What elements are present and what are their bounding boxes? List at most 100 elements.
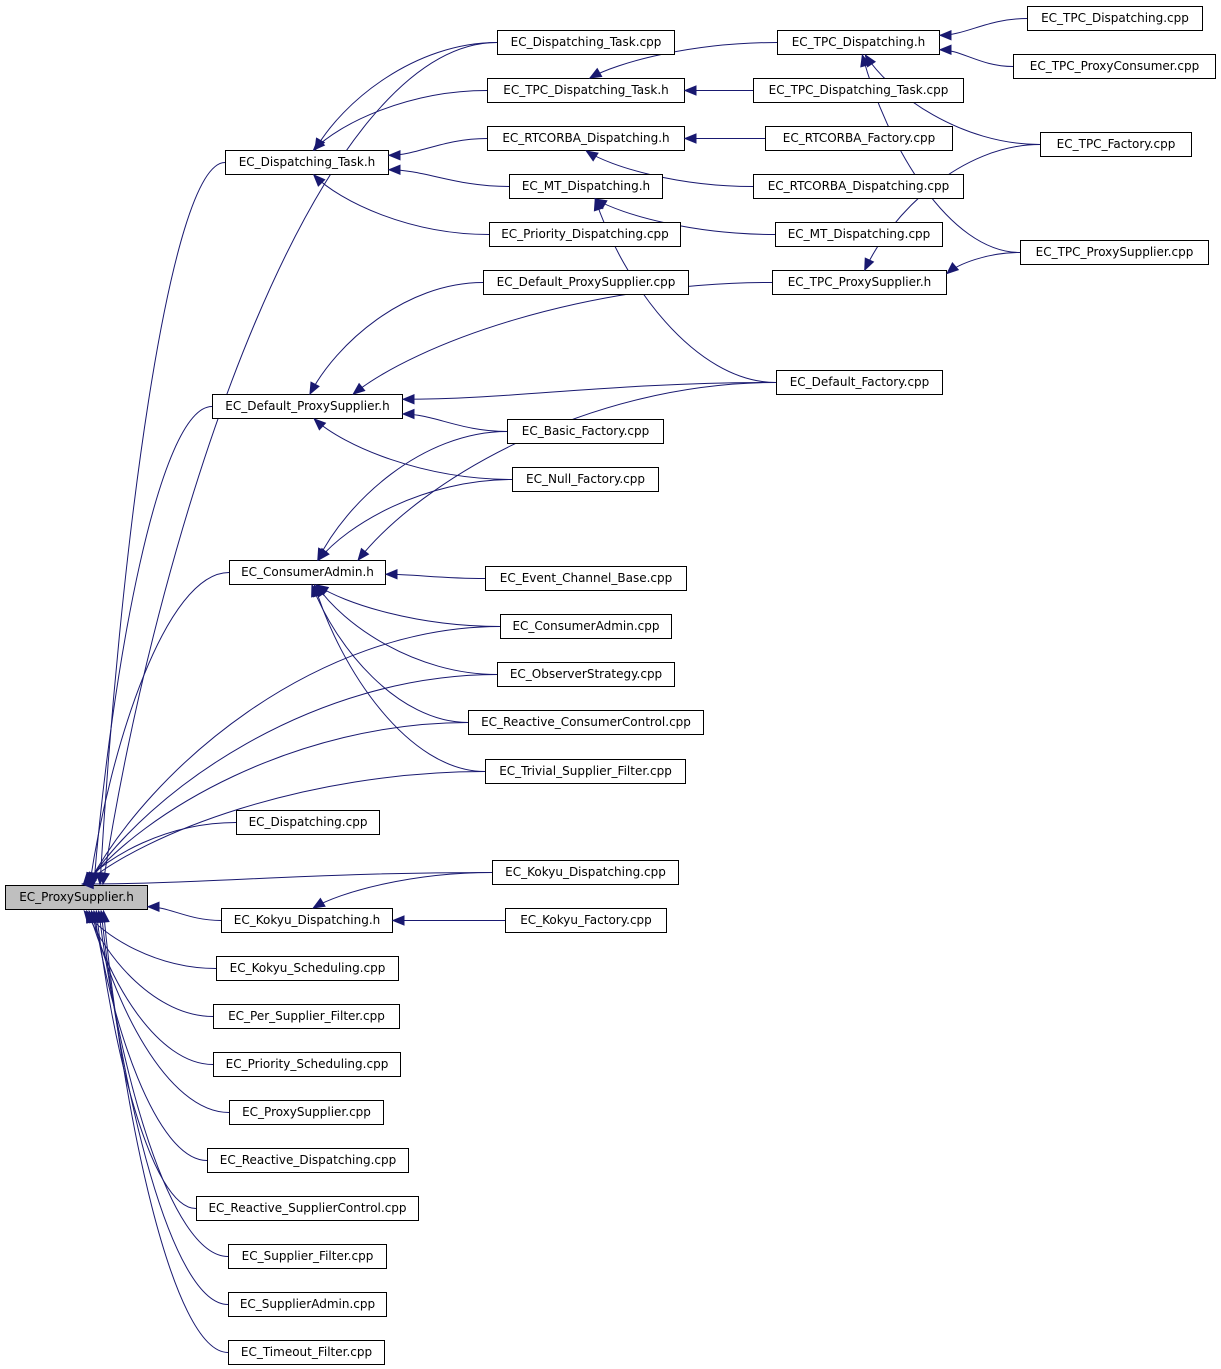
arrowhead-kokyu_dispatching_h-to-proxysupplier_h [146,901,160,912]
node-proxysupplier-h[interactable]: EC_ProxySupplier.h [5,885,148,910]
arrowhead-priority_dispatching_cpp-to-dispatching_task_h [312,174,326,187]
dependency-edge-observerstrategy_cpp-to-consumeradmin_h [315,584,498,675]
arrowhead-kokyu_factory_cpp-to-kokyu_dispatching_h [391,915,405,926]
arrowhead-event_channel_base_cpp-to-consumeradmin_h [384,569,398,580]
dependency-edge-priority_scheduling_cpp-to-proxysupplier_h [88,910,214,1065]
arrowhead-kokyu_dispatching_cpp-to-kokyu_dispatching_h [312,897,326,909]
dependency-edge-dispatching_task_cpp-to-dispatching_task_h [314,42,498,151]
arrowhead-tpc_proxysupplier_h-to-default_proxysupplier_h [352,382,366,395]
dependency-edge-tpc_proxysupplier_h-to-default_proxysupplier_h [352,282,773,395]
dependency-edge-tpc_dispatching_task_h-to-dispatching_task_h [313,90,488,151]
node-default-factory-cpp[interactable]: EC_Default_Factory.cpp [776,370,943,395]
node-priority-scheduling-cpp[interactable]: EC_Priority_Scheduling.cpp [213,1052,401,1077]
node-rtcorba-dispatching-cpp[interactable]: EC_RTCORBA_Dispatching.cpp [753,174,964,199]
node-kokyu-dispatching-h[interactable]: EC_Kokyu_Dispatching.h [221,908,393,933]
dependency-edge-kokyu_dispatching_cpp-to-kokyu_dispatching_h [312,872,493,909]
node-priority-dispatching-cpp[interactable]: EC_Priority_Dispatching.cpp [489,222,681,247]
node-dispatching-cpp[interactable]: EC_Dispatching.cpp [236,810,380,835]
node-supplieradmin-cpp[interactable]: EC_SupplierAdmin.cpp [228,1292,387,1317]
dependency-edge-default_proxysupplier_cpp-to-default_proxysupplier_h [309,282,484,395]
node-null-factory-cpp[interactable]: EC_Null_Factory.cpp [512,467,659,492]
node-mt-dispatching-cpp[interactable]: EC_MT_Dispatching.cpp [775,222,943,247]
node-mt-dispatching-h[interactable]: EC_MT_Dispatching.h [509,174,663,199]
dependency-edge-trivial_supplier_filter_cpp-to-consumeradmin_h [314,584,486,772]
node-consumeradmin-h[interactable]: EC_ConsumerAdmin.h [229,560,386,585]
arrowhead-rtcorba_dispatching_h-to-dispatching_task_h [387,150,401,161]
dependency-edge-priority_dispatching_cpp-to-dispatching_task_h [313,174,490,235]
arrowhead-tpc_dispatching_task_cpp-to-tpc_dispatching_task_h [683,85,697,96]
dependency-edge-trivial_supplier_filter_cpp-to-proxysupplier_h [84,771,486,885]
arrowhead-tpc_factory_cpp-to-tpc_proxysupplier_h [864,257,875,272]
node-timeout-filter-cpp[interactable]: EC_Timeout_Filter.cpp [228,1340,385,1365]
node-consumeradmin-cpp[interactable]: EC_ConsumerAdmin.cpp [500,614,672,639]
arrowhead-kokyu_dispatching_cpp-to-proxysupplier_h [80,878,94,890]
dependency-edge-consumeradmin_cpp-to-proxysupplier_h [87,626,501,885]
node-tpc-factory-cpp[interactable]: EC_TPC_Factory.cpp [1040,132,1192,157]
node-tpc-dispatching-cpp[interactable]: EC_TPC_Dispatching.cpp [1027,6,1203,31]
dependency-edge-null_factory_cpp-to-default_proxysupplier_h [313,418,513,480]
dependency-edge-observerstrategy_cpp-to-proxysupplier_h [86,674,498,885]
dependency-edge-default_factory_cpp-to-default_proxysupplier_h [402,382,777,400]
node-tpc-dispatching-task-cpp[interactable]: EC_TPC_Dispatching_Task.cpp [753,78,964,103]
arrowhead-mt_dispatching_h-to-dispatching_task_h [387,164,401,175]
arrowhead-tpc_dispatching_task_h-to-dispatching_task_h [312,138,326,151]
node-default-proxysupplier-h[interactable]: EC_Default_ProxySupplier.h [212,394,403,419]
node-tpc-proxyconsumer-cpp[interactable]: EC_TPC_ProxyConsumer.cpp [1013,54,1216,79]
node-supplier-filter-cpp[interactable]: EC_Supplier_Filter.cpp [228,1244,387,1269]
dependency-edge-kokyu_dispatching_cpp-to-proxysupplier_h [82,872,493,885]
dependency-edge-consumeradmin_cpp-to-consumeradmin_h [316,584,501,627]
arrowhead-default_factory_cpp-to-consumeradmin_h [357,547,370,562]
arrowhead-tpc_proxysupplier_cpp-to-tpc_proxysupplier_h [946,262,960,275]
dependency-edge-timeout_filter_cpp-to-proxysupplier_h [103,910,229,1353]
node-dispatching-task-h[interactable]: EC_Dispatching_Task.h [225,150,389,175]
node-kokyu-dispatching-cpp[interactable]: EC_Kokyu_Dispatching.cpp [492,860,679,885]
dependency-edge-default_proxysupplier_h-to-proxysupplier_h [93,406,213,885]
node-reactive-dispatching-cpp[interactable]: EC_Reactive_Dispatching.cpp [207,1148,409,1173]
node-trivial-supplier-filter-cpp[interactable]: EC_Trivial_Supplier_Filter.cpp [485,759,686,784]
node-basic-factory-cpp[interactable]: EC_Basic_Factory.cpp [507,419,664,444]
arrowhead-trivial_supplier_filter_cpp-to-consumeradmin_h [312,583,323,598]
arrowhead-tpc_dispatching_h-to-tpc_dispatching_task_h [588,67,603,79]
arrowhead-default_factory_cpp-to-default_proxysupplier_h [401,394,415,405]
node-kokyu-factory-cpp[interactable]: EC_Kokyu_Factory.cpp [505,908,667,933]
node-observerstrategy-cpp[interactable]: EC_ObserverStrategy.cpp [497,662,675,687]
arrowhead-basic_factory_cpp-to-default_proxysupplier_h [401,408,415,420]
arrowhead-rtcorba_factory_cpp-to-rtcorba_dispatching_h [683,133,697,144]
dependency-edge-per_supplier_filter_cpp-to-proxysupplier_h [86,910,214,1017]
node-proxysupplier-cpp[interactable]: EC_ProxySupplier.cpp [229,1100,384,1125]
node-reactive-consumercontrol-cpp[interactable]: EC_Reactive_ConsumerControl.cpp [468,710,704,735]
node-tpc-dispatching-h[interactable]: EC_TPC_Dispatching.h [777,30,940,55]
dependency-edge-tpc_factory_cpp-to-tpc_dispatching_h [864,54,1041,145]
dependency-edge-supplier_filter_cpp-to-proxysupplier_h [98,910,229,1257]
arrowhead-null_factory_cpp-to-default_proxysupplier_h [313,418,327,431]
dependency-edge-reactive_consumercontrol_cpp-to-proxysupplier_h [85,722,469,885]
dependency-edge-dispatching_task_h-to-proxysupplier_h [99,162,226,885]
arrowhead-timeout_filter_cpp-to-proxysupplier_h [99,909,110,923]
dependency-edge-dispatching_task_cpp-to-proxysupplier_h [102,42,498,885]
arrowhead-default_proxysupplier_cpp-to-default_proxysupplier_h [309,381,320,396]
arrowhead-default_factory_cpp-to-mt_dispatching_h [593,197,604,212]
dependency-edge-basic_factory_cpp-to-consumeradmin_h [317,431,508,561]
arrowhead-tpc_proxyconsumer_cpp-to-tpc_dispatching_h [938,44,952,55]
node-tpc-proxysupplier-cpp[interactable]: EC_TPC_ProxySupplier.cpp [1020,240,1209,265]
arrowhead-tpc_proxysupplier_cpp-to-tpc_dispatching_h [860,53,871,68]
dependency-edge-reactive_suppliercontrol_cpp-to-proxysupplier_h [95,910,197,1209]
dependency-edge-supplieradmin_cpp-to-proxysupplier_h [100,910,229,1305]
dependency-edge-mt_dispatching_h-to-dispatching_task_h [388,169,510,187]
node-dispatching-task-cpp[interactable]: EC_Dispatching_Task.cpp [497,30,675,55]
arrowhead-tpc_dispatching_cpp-to-tpc_dispatching_h [938,30,952,41]
node-tpc-dispatching-task-h[interactable]: EC_TPC_Dispatching_Task.h [487,78,685,103]
node-event-channel-base-cpp[interactable]: EC_Event_Channel_Base.cpp [485,566,687,591]
node-kokyu-scheduling-cpp[interactable]: EC_Kokyu_Scheduling.cpp [216,956,399,981]
node-default-proxysupplier-cpp[interactable]: EC_Default_ProxySupplier.cpp [483,270,689,295]
arrowhead-null_factory_cpp-to-consumeradmin_h [317,547,330,562]
node-rtcorba-factory-cpp[interactable]: EC_RTCORBA_Factory.cpp [765,126,953,151]
node-per-supplier-filter-cpp[interactable]: EC_Per_Supplier_Filter.cpp [213,1004,400,1029]
node-reactive-suppliercontrol-cpp[interactable]: EC_Reactive_SupplierControl.cpp [196,1196,419,1221]
dependency-edge-consumeradmin_h-to-proxysupplier_h [89,572,230,885]
node-tpc-proxysupplier-h[interactable]: EC_TPC_ProxySupplier.h [772,270,947,295]
dependency-edge-null_factory_cpp-to-consumeradmin_h [318,479,513,561]
arrowhead-rtcorba_dispatching_cpp-to-rtcorba_dispatching_h [585,150,599,162]
